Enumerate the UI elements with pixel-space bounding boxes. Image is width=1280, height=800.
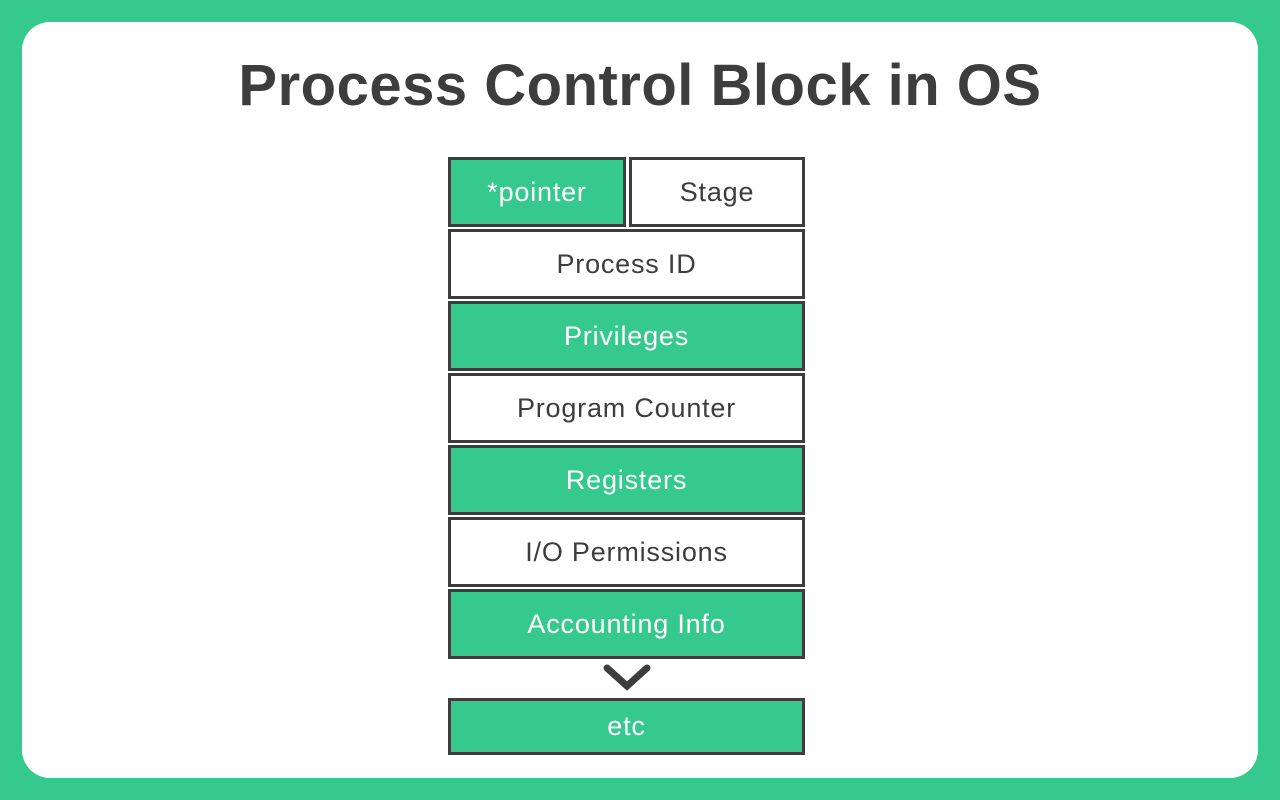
pcb-cell-stage: Stage <box>629 157 805 227</box>
pcb-row-io-permissions: I/O Permissions <box>448 517 805 587</box>
pcb-cell-pointer: *pointer <box>448 157 626 227</box>
pcb-row-etc: etc <box>448 698 805 755</box>
pcb-row-program-counter: Program Counter <box>448 373 805 443</box>
page-title: Process Control Block in OS <box>238 53 1042 118</box>
chevron-down-icon <box>448 661 805 695</box>
pcb-row-registers: Registers <box>448 445 805 515</box>
pcb-row-privileges: Privileges <box>448 301 805 371</box>
pcb-row-process-id: Process ID <box>448 229 805 299</box>
pcb-row-accounting-info: Accounting Info <box>448 589 805 659</box>
pcb-diagram: *pointer Stage Process ID Privileges Pro… <box>448 157 805 757</box>
content-card: Process Control Block in OS *pointer Sta… <box>22 22 1258 778</box>
pcb-header-row: *pointer Stage <box>448 157 805 227</box>
